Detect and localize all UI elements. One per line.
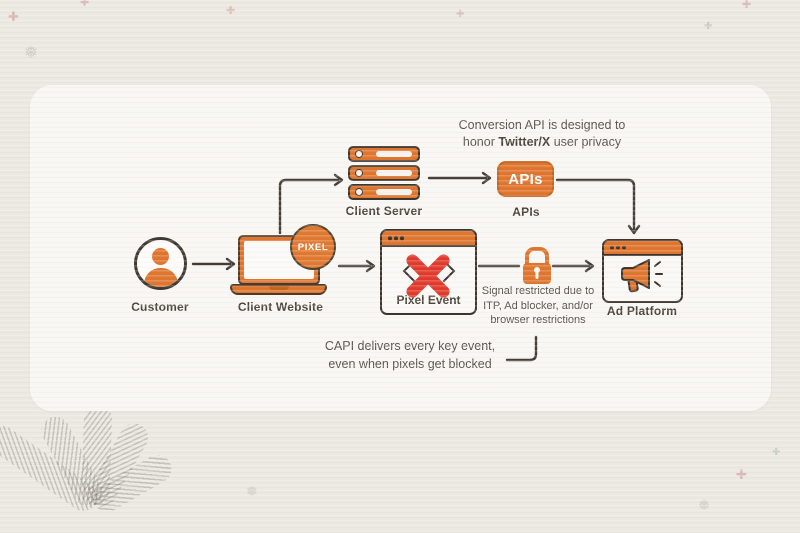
keyhole-icon [535,272,539,279]
client-server-label: Client Server [345,204,423,218]
cross-stitch-icon: ✚ [8,9,19,24]
server-row [348,184,420,200]
laptop-notch [268,286,289,290]
twitter-x-bold: Twitter/X [498,134,551,149]
apis-label: APIs [512,205,540,219]
window-titlebar [604,241,681,256]
conversion-api-note: Conversion API is designed to honor Twit… [448,117,636,150]
snowflake-icon: ❅ [698,497,711,514]
server-row [348,146,420,162]
client-website-label: Client Website [237,300,324,314]
lock-body [523,263,551,284]
person-icon [143,268,178,287]
lock-shackle [525,247,549,264]
server-led-icon [355,150,363,158]
cross-stitch-icon: ✚ [456,9,465,20]
pixel-event-window: Pixel Event [380,229,477,315]
signal-note-line1: Signal restricted due to [481,285,595,297]
cross-stitch-icon: ✚ [742,0,752,11]
server-led-icon [355,188,363,196]
window-dots-icon [610,245,626,250]
conversion-api-note-line2: honor Twitter/X user privacy [462,134,622,149]
server-slot [376,151,412,157]
megaphone-icon [621,259,663,293]
laptop-base [230,284,327,295]
ad-platform-label: Ad Platform [606,304,678,318]
capi-note: CAPI delivers every key event, even when… [312,338,508,373]
cross-stitch-icon: ✚ [704,21,713,32]
pixel-event-label: Pixel Event [396,293,461,307]
ad-platform-window [602,239,683,303]
snowflake-icon: ❅ [246,483,258,499]
server-stack-icon [348,146,420,203]
window-titlebar [382,231,475,247]
server-slot [376,189,412,195]
snowflake-icon: ❅ [24,43,39,62]
signal-note-line2: ITP, Ad blocker, and/or [483,299,593,312]
keyhole-icon [534,267,540,273]
customer-label: Customer [131,300,189,314]
capi-note-line1: CAPI delivers every key event, [324,339,496,353]
person-icon [152,248,169,265]
server-row [348,165,420,181]
cross-stitch-icon: ✚ [80,0,90,9]
cross-stitch-icon: ✚ [736,467,747,482]
apis-box: APIs [497,161,554,197]
signal-note-line3: browser restrictions [490,314,586,326]
lock-icon [523,247,551,284]
cross-stitch-icon: ✚ [226,5,236,17]
server-slot [376,170,412,176]
blocked-code-icon [382,245,475,301]
server-led-icon [355,169,363,177]
window-dots-icon [388,236,404,240]
conversion-api-note-line1: Conversion API is designed to [458,118,626,132]
signal-restricted-note: Signal restricted due to ITP, Ad blocker… [466,284,610,328]
pixel-badge: PIXEL [290,224,336,270]
capi-note-line2: even when pixels get blocked [328,356,492,371]
customer-node [134,237,187,290]
cross-stitch-icon: ✚ [772,447,781,458]
